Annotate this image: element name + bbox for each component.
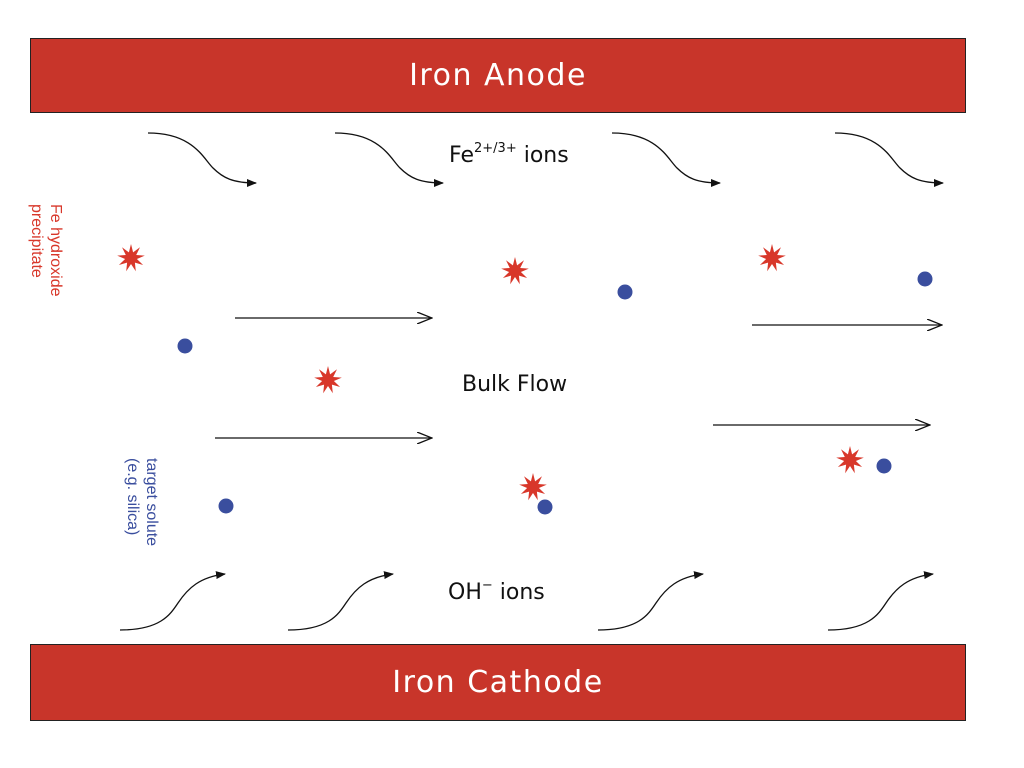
fe-ion-arrow bbox=[834, 132, 944, 187]
solute-particle bbox=[617, 284, 633, 300]
bulk-flow-arrows bbox=[215, 318, 942, 438]
solute-label-line1: target solute bbox=[143, 458, 160, 547]
precipitate-particle bbox=[314, 366, 342, 394]
solute-label-line2: (e.g. silica) bbox=[124, 458, 141, 536]
oh-ion-arrow bbox=[119, 571, 226, 631]
bulk-flow-label: Bulk Flow bbox=[462, 372, 568, 397]
precipitate-legend-label: Fe hydroxide precipitate bbox=[27, 204, 65, 297]
solute-legend-label: target solute (e.g. silica) bbox=[123, 458, 161, 546]
precipitate-particle bbox=[117, 244, 145, 272]
precipitate-particles bbox=[117, 244, 864, 501]
solute-particle bbox=[218, 498, 234, 514]
solute-particles bbox=[177, 271, 933, 515]
precipitate-particle bbox=[501, 257, 529, 285]
anode-label: Iron Anode bbox=[409, 58, 587, 93]
fe-ion-arrow bbox=[611, 132, 721, 187]
precipitate-label-line1: Fe hydroxide bbox=[47, 204, 64, 297]
precipitate-label-line2: precipitate bbox=[28, 204, 45, 278]
precipitate-particle bbox=[836, 446, 864, 474]
precipitate-particle bbox=[758, 244, 786, 272]
oh-ions-label: OH− ions bbox=[448, 577, 545, 605]
cathode-label: Iron Cathode bbox=[392, 665, 604, 700]
iron-cathode: Iron Cathode bbox=[30, 644, 966, 721]
fe-ion-arrow bbox=[334, 132, 444, 187]
fe-ion-arrow bbox=[147, 132, 257, 187]
oh-ion-arrow bbox=[597, 571, 704, 631]
oh-ion-arrows bbox=[119, 571, 934, 631]
oh-ion-arrow bbox=[287, 571, 394, 631]
solute-particle bbox=[537, 499, 553, 515]
iron-anode: Iron Anode bbox=[30, 38, 966, 113]
oh-ion-arrow bbox=[827, 571, 934, 631]
solute-particle bbox=[917, 271, 933, 287]
solute-particle bbox=[177, 338, 193, 354]
solute-particle bbox=[876, 458, 892, 474]
fe-ions-label: Fe2+/3+ ions bbox=[449, 140, 569, 168]
precipitate-particle bbox=[519, 473, 547, 501]
fe-ion-arrows bbox=[147, 132, 944, 187]
